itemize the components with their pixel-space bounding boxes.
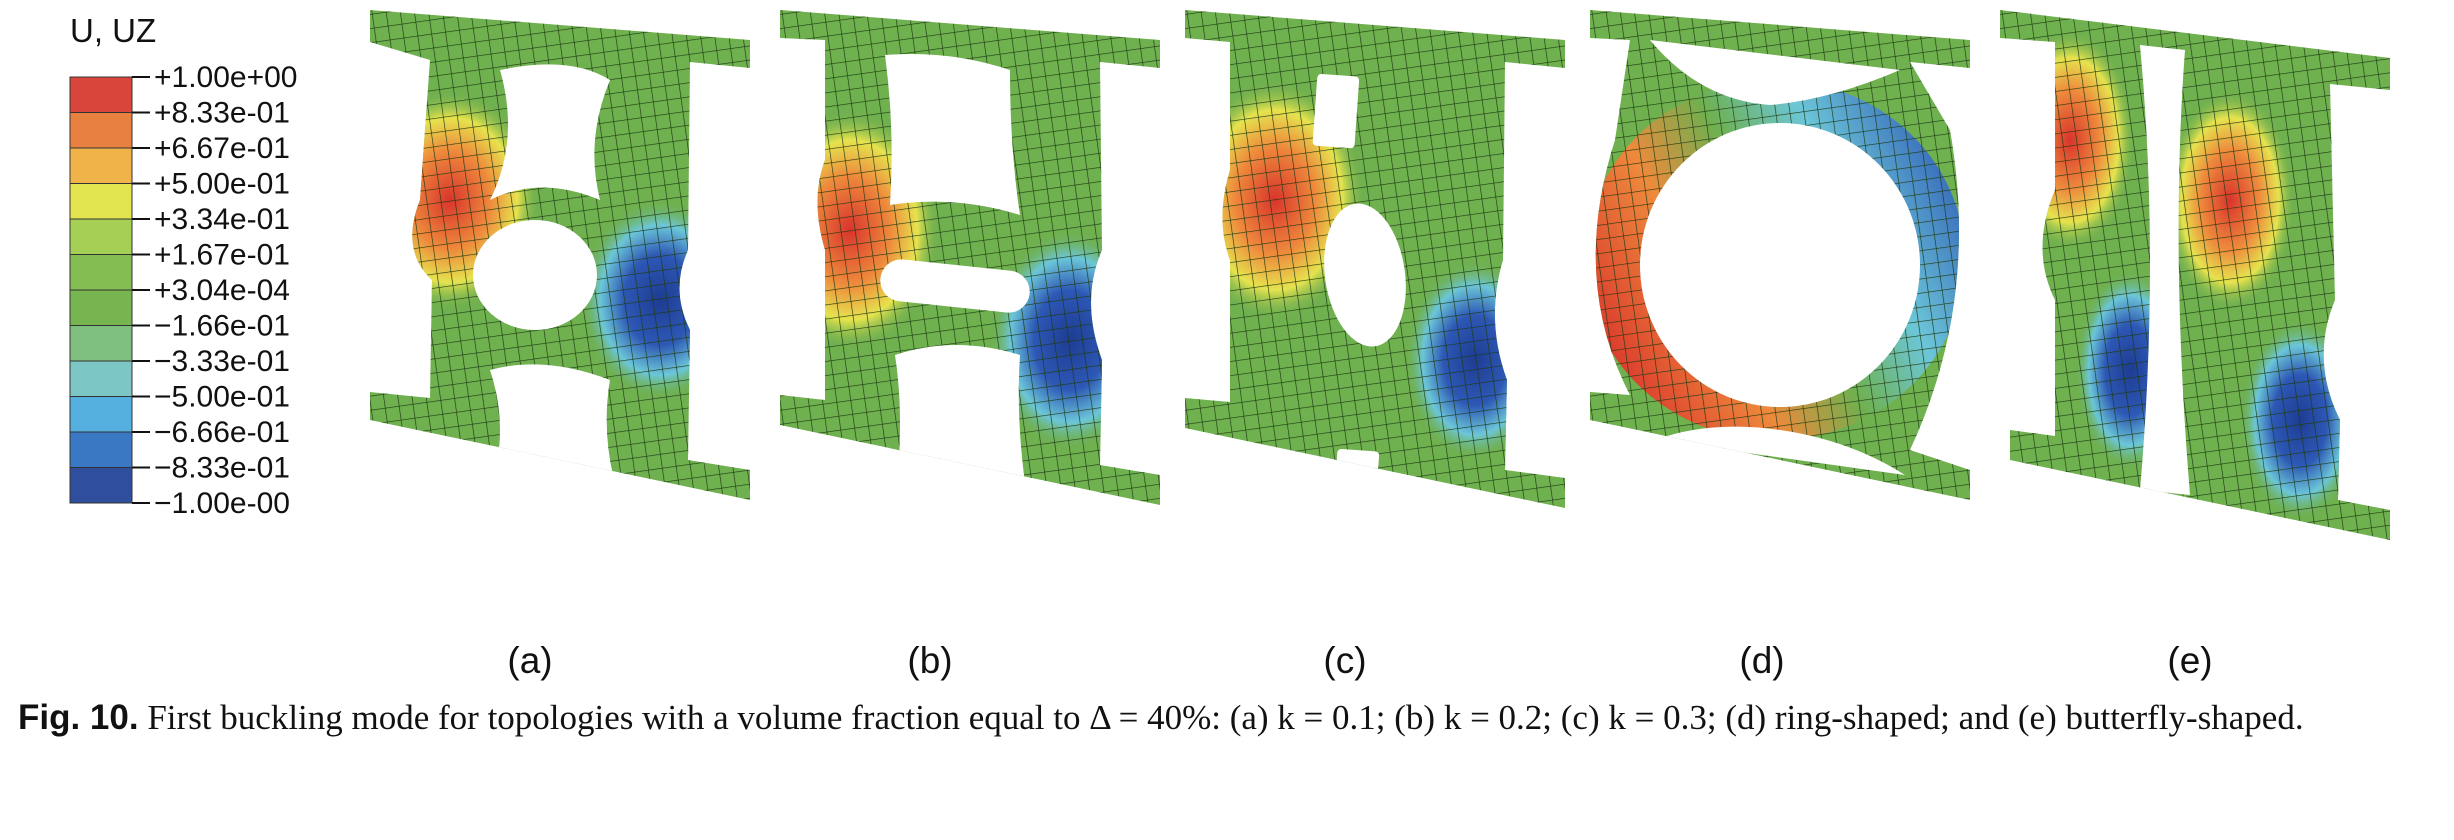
legend-graphic: +1.00e+00+8.33e-01+6.67e-01+5.00e-01+3.3…	[69, 61, 297, 520]
legend-label: +8.33e-01	[154, 97, 290, 130]
legend-label: −1.00e-00	[154, 487, 290, 520]
legend-label: +6.67e-01	[154, 132, 290, 165]
panel-b: (b)	[780, 0, 1160, 681]
panel-a-label: (a)	[507, 640, 553, 681]
panel-d-label: (d)	[1739, 640, 1785, 681]
panel-b-label: (b)	[907, 640, 953, 681]
figure-number: Fig. 10.	[18, 698, 139, 737]
legend-swatch	[69, 147, 133, 184]
legend-swatch	[69, 76, 133, 113]
legend-label: −5.00e-01	[154, 381, 290, 414]
legend-label: +1.00e+00	[154, 61, 297, 94]
legend-swatch	[69, 431, 133, 468]
color-legend: +1.00e+00+8.33e-01+6.67e-01+5.00e-01+3.3…	[60, 12, 360, 520]
legend-label: −1.66e-01	[154, 310, 290, 343]
legend-swatch	[69, 183, 133, 220]
legend-label: −3.33e-01	[154, 345, 290, 378]
panel-d: (d)	[1590, 0, 1970, 681]
legend-swatch	[69, 360, 133, 397]
panel-e: (e)	[2000, 0, 2400, 681]
panel-a-contour	[370, 10, 750, 500]
legend-label: −8.33e-01	[154, 452, 290, 485]
legend-swatch	[69, 467, 133, 504]
legend-label: +3.34e-01	[154, 203, 290, 236]
legend-label: +3.04e-04	[154, 274, 290, 307]
legend-label: −6.66e-01	[154, 416, 290, 449]
caption-text: First buckling mode for topologies with …	[147, 698, 2304, 737]
legend-label: +1.67e-01	[154, 239, 290, 272]
legend-swatch	[69, 396, 133, 433]
legend-swatch	[69, 218, 133, 255]
legend-swatch	[69, 325, 133, 362]
panel-d-contour	[1590, 10, 1970, 500]
panel-c-label: (c)	[1323, 640, 1367, 681]
panel-e-contour	[2000, 10, 2390, 540]
legend-swatch	[69, 289, 133, 326]
legend-swatch	[69, 112, 133, 149]
legend-title: U, UZ	[70, 12, 157, 49]
panel-c: (c)	[1185, 0, 1565, 681]
legend-label: +5.00e-01	[154, 168, 290, 201]
panel-a: (a)	[370, 0, 750, 681]
figure-caption: Fig. 10. First buckling mode for topolog…	[18, 695, 2438, 741]
panel-c-contour	[1185, 10, 1565, 508]
panel-e-label: (e)	[2167, 640, 2213, 681]
panel-b-contour	[780, 10, 1160, 505]
legend-swatch	[69, 254, 133, 291]
